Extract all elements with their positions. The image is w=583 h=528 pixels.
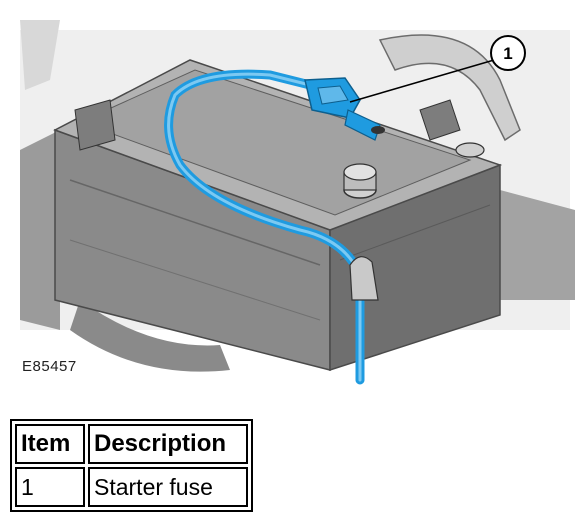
header-item: Item [15,424,85,464]
row-description: Starter fuse [88,467,248,507]
starter-fuse [304,77,385,141]
battery [53,59,503,372]
callout-1: 1 [349,35,526,103]
header-description: Description [88,424,248,464]
callout-number: 1 [503,44,512,63]
legend-table: Item Description 1 Starter fuse [10,419,253,512]
battery-illustration: 1 [20,20,575,385]
row-item: 1 [15,467,85,507]
table-row: 1 Starter fuse [15,467,248,507]
legend-header-row: Item Description [15,424,248,464]
figure-label: E85457 [22,358,77,375]
starter-cable [164,69,379,385]
